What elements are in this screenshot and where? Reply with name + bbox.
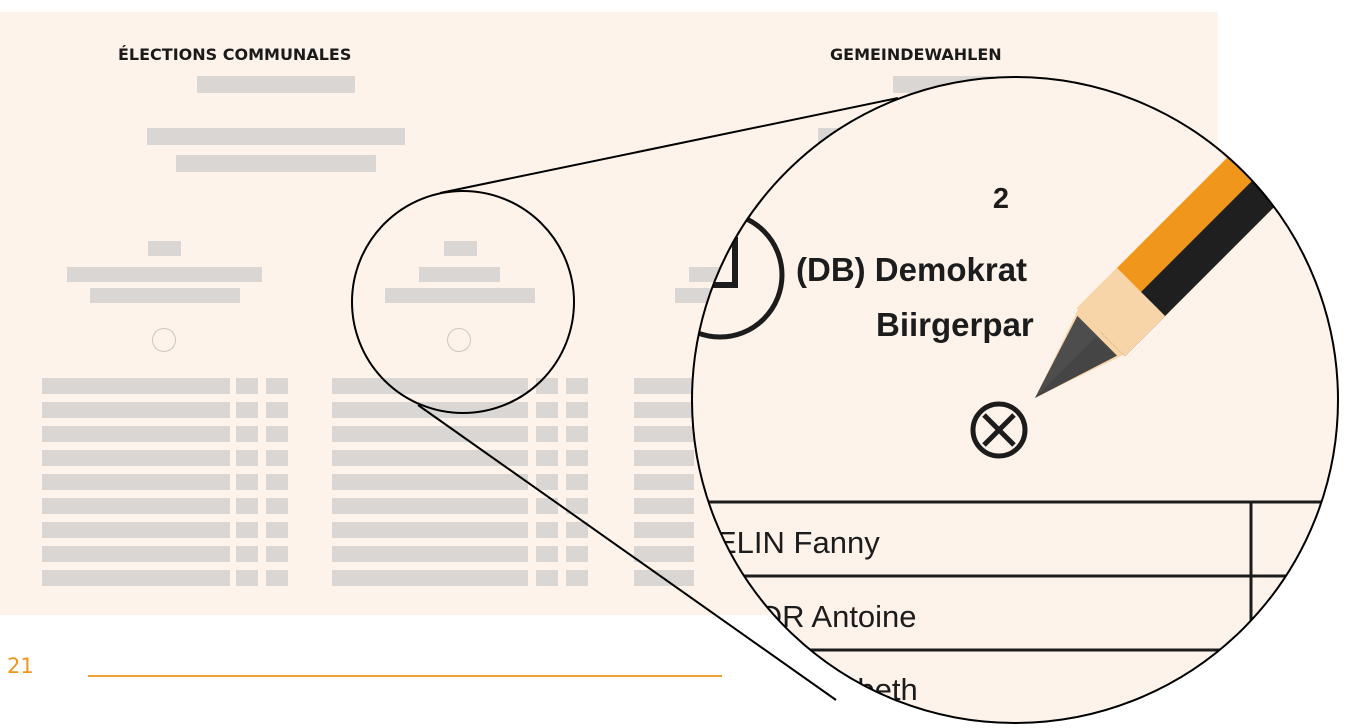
candidate-row-placeholder [566, 426, 588, 442]
list-name-placeholder [419, 267, 500, 282]
connector-line-top [439, 97, 899, 194]
candidate-row-placeholder [566, 546, 588, 562]
candidate-row-placeholder [634, 498, 694, 514]
candidate-row-placeholder [332, 402, 528, 418]
candidate-row-placeholder [566, 450, 588, 466]
candidate-row-placeholder [42, 546, 230, 562]
candidate-row-placeholder [266, 522, 288, 538]
candidate-row-placeholder [566, 378, 588, 394]
candidate-row-placeholder [42, 522, 230, 538]
candidate-row-placeholder [536, 402, 558, 418]
candidate-row-placeholder [566, 402, 588, 418]
large-lens-ring [691, 76, 1339, 724]
ballot-title-left: ÉLECTIONS COMMUNALES [118, 45, 352, 64]
candidate-row-placeholder [536, 426, 558, 442]
list-number-placeholder [148, 241, 181, 256]
candidate-row-placeholder [236, 474, 258, 490]
candidate-row-placeholder [536, 546, 558, 562]
candidate-row-placeholder [536, 378, 558, 394]
candidate-row-placeholder [42, 474, 230, 490]
candidate-row-placeholder [566, 522, 588, 538]
candidate-row-placeholder [566, 498, 588, 514]
candidate-row-placeholder [566, 474, 588, 490]
page-number: 21 [7, 654, 34, 678]
candidate-name: OR Antoine [758, 599, 917, 634]
candidate-row-placeholder [332, 426, 528, 442]
candidate-row-placeholder [266, 426, 288, 442]
ballot-title-right: GEMEINDEWAHLEN [830, 45, 1002, 64]
candidate-row-placeholder [332, 522, 528, 538]
candidate-row-placeholder [634, 450, 694, 466]
footer-rule [88, 675, 722, 677]
candidate-row-placeholder [42, 570, 230, 586]
placeholder-bar [176, 155, 376, 172]
candidate-row-placeholder [236, 498, 258, 514]
candidate-row-placeholder [236, 450, 258, 466]
placeholder-bar [147, 128, 405, 145]
list-vote-circle[interactable] [152, 328, 176, 352]
candidate-row-placeholder [634, 522, 694, 538]
list-vote-circle[interactable] [447, 328, 471, 352]
list-name-placeholder [67, 267, 262, 282]
candidate-row-placeholder [332, 570, 528, 586]
candidate-row-placeholder [634, 474, 694, 490]
candidate-row-placeholder [332, 474, 528, 490]
candidate-row-placeholder [332, 378, 528, 394]
candidate-row-placeholder [236, 570, 258, 586]
connector-line-bottom [417, 404, 837, 701]
candidate-row-placeholder [236, 546, 258, 562]
candidate-row-placeholder [536, 450, 558, 466]
candidate-row-placeholder [266, 474, 288, 490]
candidate-row-placeholder [266, 546, 288, 562]
candidate-row-placeholder [332, 450, 528, 466]
candidate-row-placeholder [236, 522, 258, 538]
candidate-row-placeholder [332, 546, 528, 562]
candidate-row-placeholder [42, 498, 230, 514]
candidate-row-placeholder [536, 498, 558, 514]
candidate-row-placeholder [42, 450, 230, 466]
circled-x-icon [970, 401, 1028, 459]
candidate-row-placeholder [536, 522, 558, 538]
candidate-row-placeholder [634, 426, 694, 442]
candidate-row-placeholder [634, 546, 694, 562]
candidate-row-placeholder [236, 402, 258, 418]
candidate-row-placeholder [536, 570, 558, 586]
candidate-row-placeholder [634, 402, 694, 418]
candidate-row-placeholder [266, 450, 288, 466]
candidate-name: ELIN Fanny [716, 525, 880, 560]
candidate-row-placeholder [634, 378, 694, 394]
candidate-row-placeholder [236, 378, 258, 394]
candidate-row-placeholder [42, 378, 230, 394]
candidate-row-placeholder [42, 402, 230, 418]
list-name-placeholder [90, 288, 240, 303]
party-list-number: 2 [993, 183, 1009, 215]
small-lens-ring [351, 190, 575, 414]
party-name-line2: Biirgerpar [876, 306, 1034, 343]
candidate-row-placeholder [42, 426, 230, 442]
candidate-row-placeholder [566, 570, 588, 586]
candidate-row-placeholder [266, 402, 288, 418]
list-number-placeholder [444, 241, 477, 256]
candidate-row-placeholder [266, 378, 288, 394]
candidate-row-placeholder [332, 498, 528, 514]
candidate-row-placeholder [236, 426, 258, 442]
candidate-row-placeholder [266, 570, 288, 586]
party-name-line1: (DB) Demokrat [796, 251, 1027, 288]
list-name-placeholder [385, 288, 535, 303]
placeholder-bar [197, 76, 355, 93]
candidate-row-placeholder [266, 498, 288, 514]
candidate-row-placeholder [536, 474, 558, 490]
